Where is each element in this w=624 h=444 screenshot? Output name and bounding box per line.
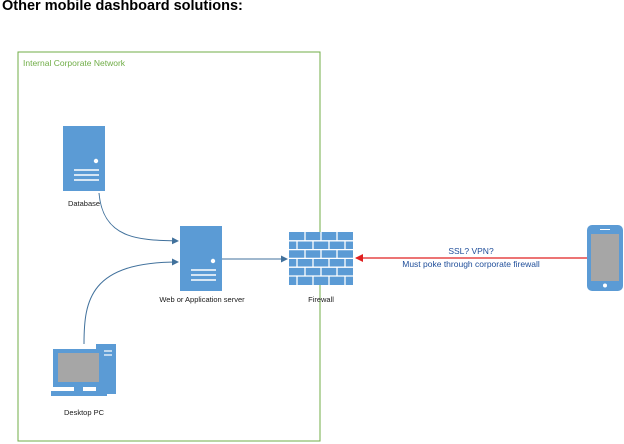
firewall-label: Firewall: [308, 295, 334, 304]
app-server-label: Web or Application server: [159, 295, 245, 304]
database-to-server-connector: [98, 192, 179, 245]
app-server-icon: [180, 226, 222, 291]
mobile-phone-icon: [587, 225, 623, 291]
internal-network-label: Internal Corporate Network: [23, 58, 126, 68]
connection-label-line1: SSL? VPN?: [448, 246, 494, 256]
desktop-pc-icon: [51, 344, 116, 396]
desktop-pc-label: Desktop PC: [64, 408, 105, 417]
firewall-icon: [289, 232, 353, 285]
database-label: Database: [68, 199, 100, 208]
database-server-icon: [63, 126, 105, 191]
connection-label-line2: Must poke through corporate firewall: [402, 259, 540, 269]
desktop-to-server-connector: [83, 258, 179, 345]
page-title: Other mobile dashboard solutions:: [2, 0, 243, 14]
